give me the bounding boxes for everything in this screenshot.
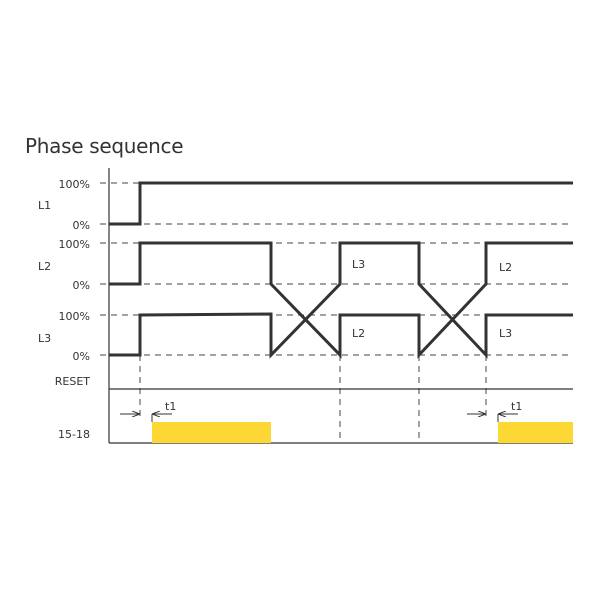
l3-signal xyxy=(109,241,573,359)
output-label: 15-18 xyxy=(58,428,90,441)
swap2-lower-label: L3 xyxy=(499,327,512,340)
delay-arrow xyxy=(120,414,172,422)
l3-high-label: 100% xyxy=(59,310,90,323)
l2-low-label: 0% xyxy=(73,279,90,292)
output-active-pulse xyxy=(152,422,271,443)
l3-label: L3 xyxy=(38,332,51,345)
output-active-pulse xyxy=(498,422,573,443)
swap2-upper-label: L2 xyxy=(499,261,512,274)
l1-label: L1 xyxy=(38,199,51,212)
swap1-lower-label: L2 xyxy=(352,327,365,340)
l3-low-label: 0% xyxy=(73,350,90,363)
diagram-title: Phase sequence xyxy=(25,134,184,158)
l2-signal xyxy=(109,241,573,359)
reset-label: RESET xyxy=(55,375,91,388)
t1-label: t1 xyxy=(165,400,176,413)
l2-label: L2 xyxy=(38,260,51,273)
event-markers xyxy=(139,355,487,443)
l1-low-label: 0% xyxy=(73,219,90,232)
t1-label: t1 xyxy=(511,400,522,413)
l1-high-label: 100% xyxy=(59,178,90,191)
l1-signal xyxy=(109,181,573,226)
swap1-upper-label: L3 xyxy=(352,258,365,271)
l2-high-label: 100% xyxy=(59,238,90,251)
delay-arrow xyxy=(467,414,518,422)
